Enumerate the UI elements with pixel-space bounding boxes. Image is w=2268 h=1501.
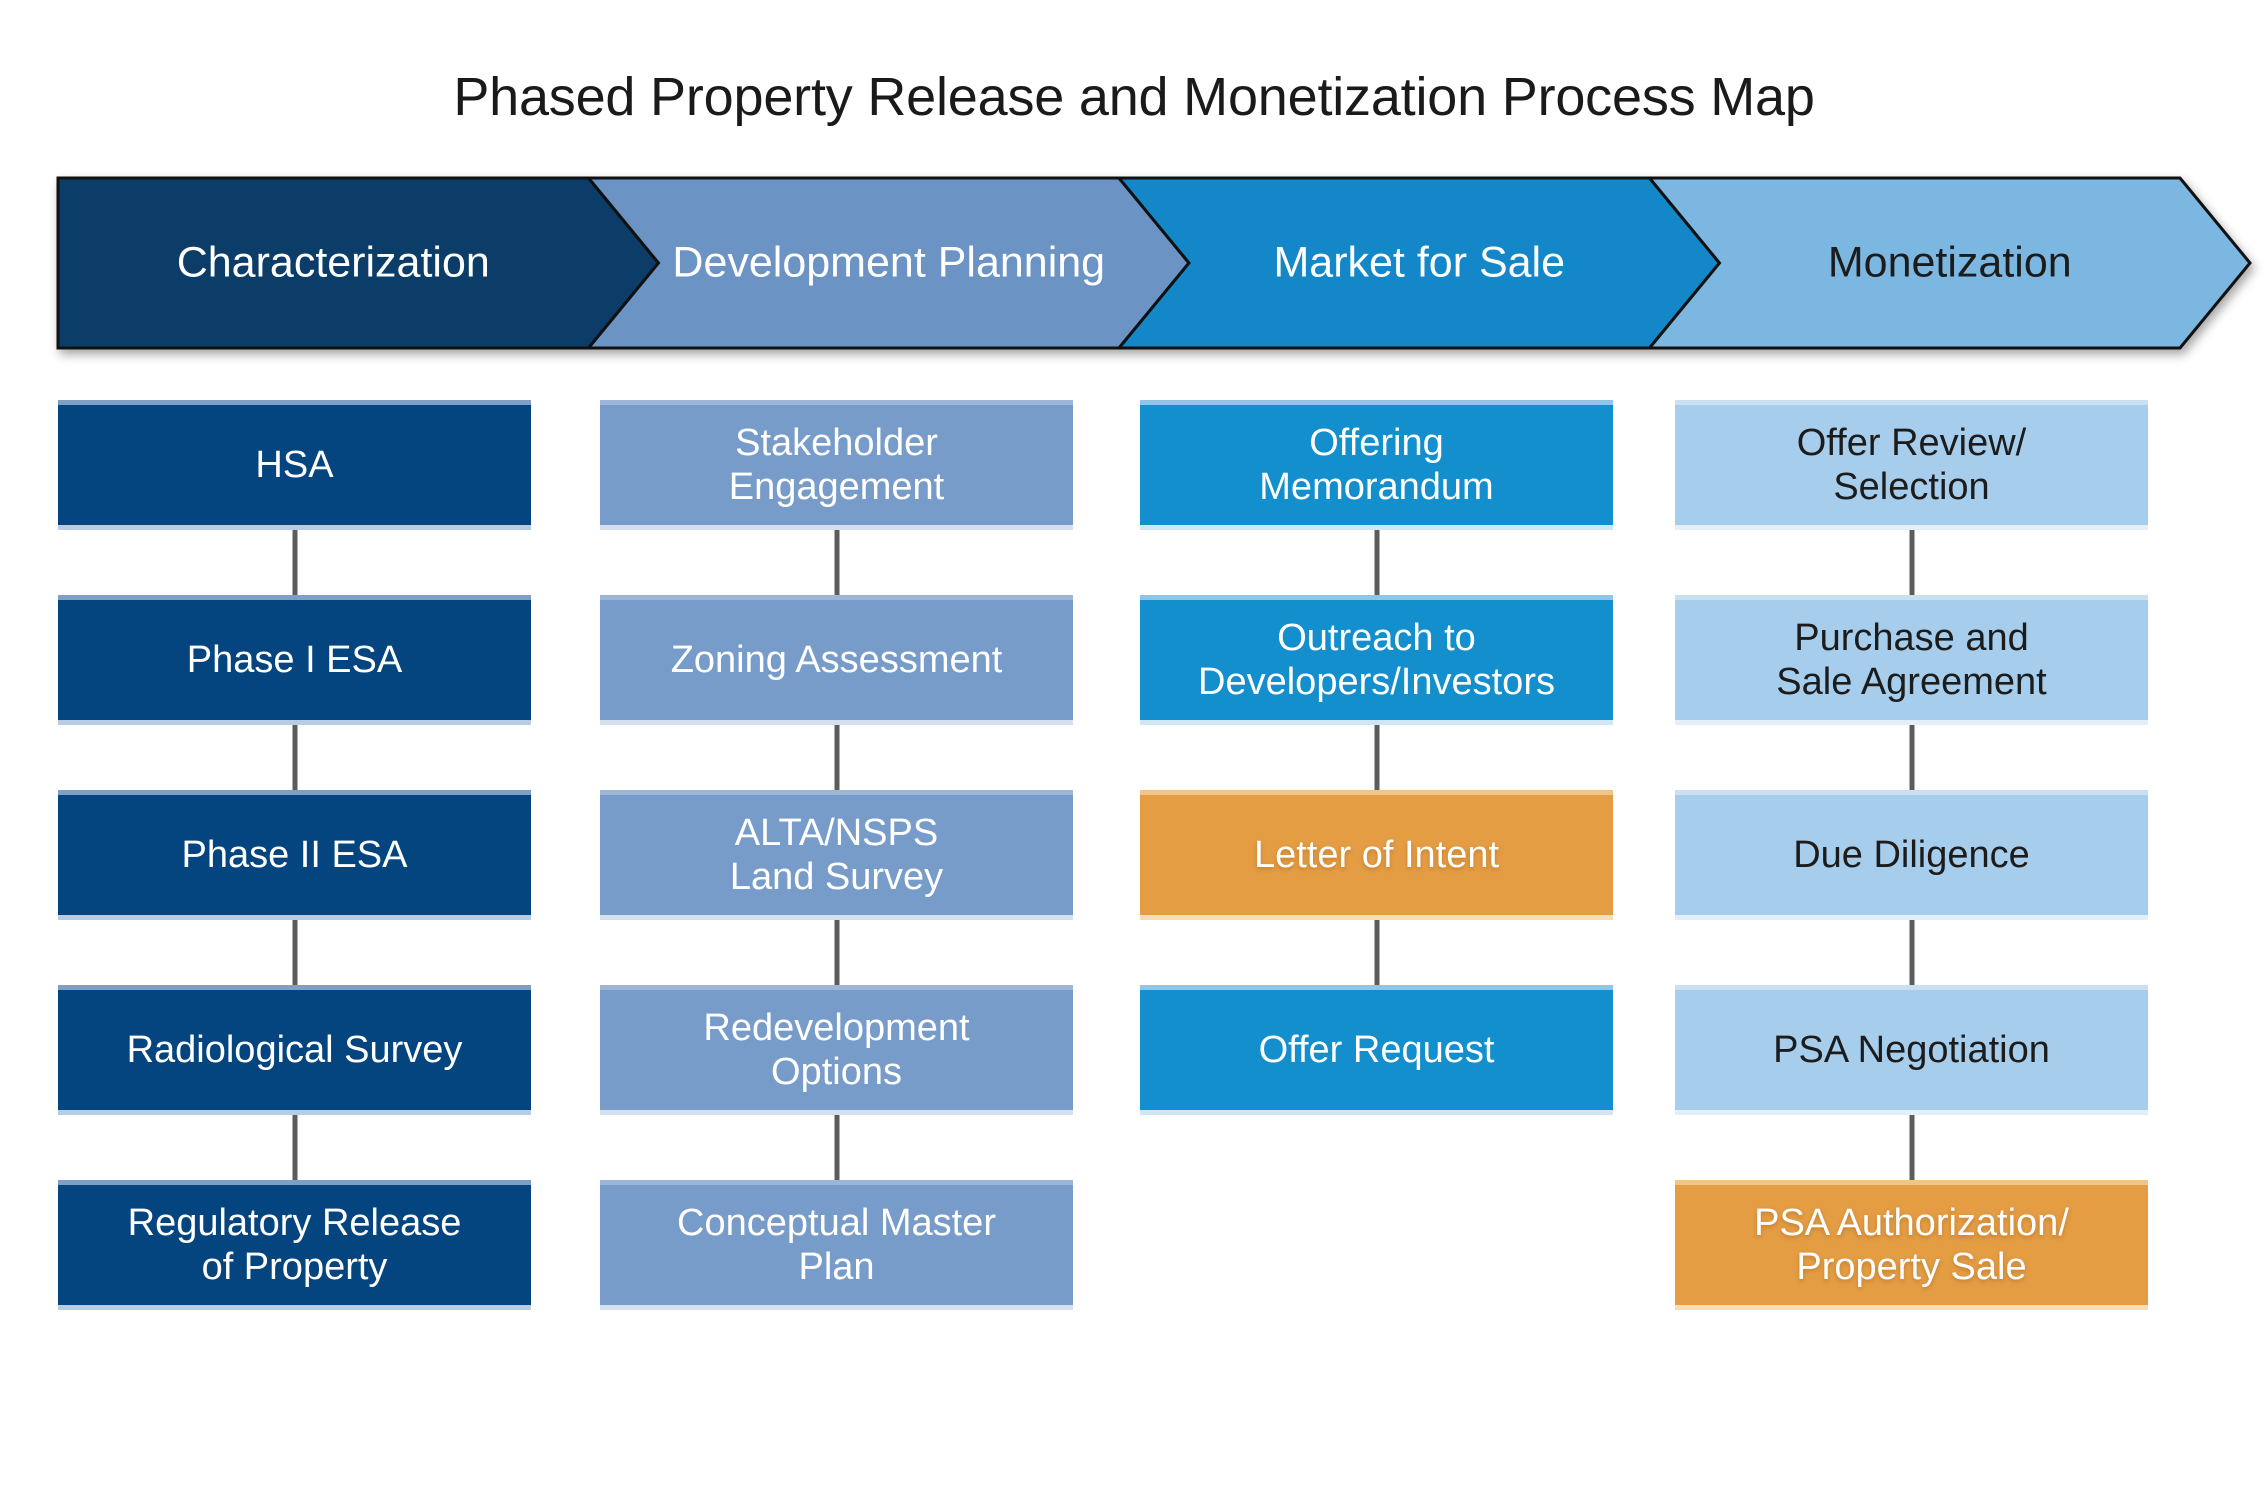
step-slot: Phase I ESA <box>58 595 531 790</box>
process-step-box[interactable]: Offer Review/Selection <box>1675 400 2148 530</box>
step-slot: PSA Negotiation <box>1675 985 2148 1180</box>
step-slot: PSA Authorization/Property Sale <box>1675 1180 2148 1375</box>
step-connector <box>834 920 839 985</box>
step-slot: HSA <box>58 400 531 595</box>
step-connector <box>834 725 839 790</box>
process-step-label: Phase I ESA <box>186 638 403 681</box>
step-connector <box>1909 1115 1914 1180</box>
phase-banner: Characterization Development Planning Mark… <box>56 176 2252 350</box>
step-connector <box>1374 530 1379 595</box>
step-slot: Offer Request <box>1140 985 1613 1180</box>
step-connector <box>1909 530 1914 595</box>
process-step-label: Phase II ESA <box>181 833 408 876</box>
step-connector <box>1374 920 1379 985</box>
process-step-label: Offer Review/Selection <box>1796 421 2027 508</box>
phase-chevron-4[interactable] <box>1646 176 2252 350</box>
step-slot: Radiological Survey <box>58 985 531 1180</box>
process-step-box[interactable]: Due Diligence <box>1675 790 2148 920</box>
process-step-box[interactable]: HSA <box>58 400 531 530</box>
process-step-box[interactable]: PSA Negotiation <box>1675 985 2148 1115</box>
step-connector <box>1374 725 1379 790</box>
process-column-1: HSA Phase I ESA Phase II ESA Radiological S… <box>58 400 531 1375</box>
step-connector <box>292 530 297 595</box>
step-connector <box>1909 725 1914 790</box>
process-step-label: Due Diligence <box>1793 833 2030 876</box>
process-step-label: Letter of Intent <box>1253 833 1500 876</box>
step-slot: Zoning Assessment <box>600 595 1073 790</box>
page-title: Phased Property Release and Monetization… <box>453 67 1815 128</box>
process-step-label: Radiological Survey <box>126 1028 463 1071</box>
phase-chevron-label: Monetization <box>1828 238 2072 286</box>
step-connector <box>292 1115 297 1180</box>
phase-chevron-label: Characterization <box>177 238 490 286</box>
step-connector <box>1909 920 1914 985</box>
step-slot: Due Diligence <box>1675 790 2148 985</box>
process-step-box[interactable]: Offer Request <box>1140 985 1613 1115</box>
process-step-label: PSA Negotiation <box>1773 1028 2050 1071</box>
step-slot: Letter of Intent <box>1140 790 1613 985</box>
step-connector <box>292 725 297 790</box>
process-step-box[interactable]: Phase I ESA <box>58 595 531 725</box>
process-step-label: HSA <box>255 443 334 486</box>
process-step-box[interactable]: Radiological Survey <box>58 985 531 1115</box>
step-slot: Phase II ESA <box>58 790 531 985</box>
process-step-label: Zoning Assessment <box>670 638 1003 681</box>
process-step-label: Offer Request <box>1258 1028 1495 1071</box>
step-connector <box>834 1115 839 1180</box>
process-step-box[interactable]: Zoning Assessment <box>600 595 1073 725</box>
phase-banner-svg: Characterization Development Planning Mark… <box>56 176 2252 350</box>
step-connector <box>292 920 297 985</box>
process-step-box[interactable]: Phase II ESA <box>58 790 531 920</box>
phase-chevron-label: Market for Sale <box>1273 238 1565 286</box>
step-slot: Offer Review/Selection <box>1675 400 2148 595</box>
process-step-box[interactable]: PSA Authorization/Property Sale <box>1675 1180 2148 1310</box>
process-step-box[interactable]: Letter of Intent <box>1140 790 1613 920</box>
step-connector <box>834 530 839 595</box>
process-step-label: PSA Authorization/Property Sale <box>1754 1201 2069 1288</box>
phase-chevron-label: Development Planning <box>672 238 1105 286</box>
